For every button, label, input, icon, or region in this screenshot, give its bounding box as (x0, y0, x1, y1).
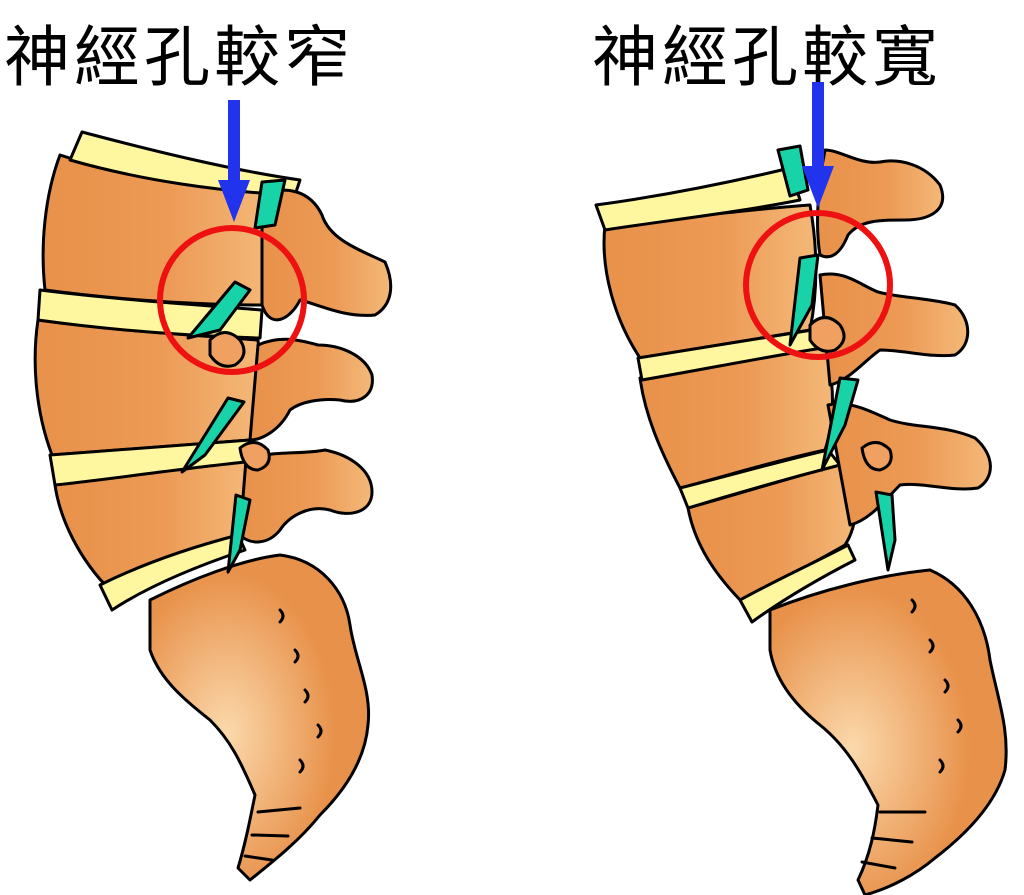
posterior-element-l5 (826, 402, 992, 527)
nerve-root-l3 (186, 280, 252, 340)
disc-l5-s1 (738, 543, 857, 624)
facet-joints (208, 331, 271, 472)
coccyx-segments (860, 810, 927, 870)
posterior-element-l3 (260, 188, 393, 322)
nerve-root-l4 (820, 376, 860, 472)
wide-spine (594, 82, 1008, 895)
nerve-root-l4 (180, 396, 246, 474)
coccyx-segments (243, 806, 302, 862)
posterior-element-l4 (818, 272, 970, 387)
highlight-circle-narrow (157, 225, 307, 375)
title-wide-foramen: 神經孔較寬 (592, 19, 942, 96)
sacrum (768, 568, 1008, 895)
disc-upper (594, 166, 802, 232)
posterior-element-l3 (816, 148, 944, 259)
posterior-element-l5 (238, 448, 374, 544)
posterior-element-l4 (248, 337, 374, 442)
nerve-root-l5 (874, 490, 897, 572)
highlight-circle-wide (743, 210, 893, 360)
nerve-root-l3 (788, 253, 820, 347)
nerve-root-top (253, 178, 287, 230)
nerve-root-l5 (226, 493, 252, 574)
arrow-narrow (218, 100, 250, 222)
sacrum (148, 553, 371, 882)
sacral-foramina (278, 608, 323, 774)
disc-l5-s1 (98, 533, 247, 612)
nerve-root-top (776, 144, 810, 198)
facet-joints (808, 316, 893, 472)
sacral-foramina (910, 598, 963, 774)
narrow-spine (33, 100, 393, 882)
arrow-wide (802, 82, 834, 208)
title-narrow-foramen: 神經孔較窄 (4, 19, 354, 96)
